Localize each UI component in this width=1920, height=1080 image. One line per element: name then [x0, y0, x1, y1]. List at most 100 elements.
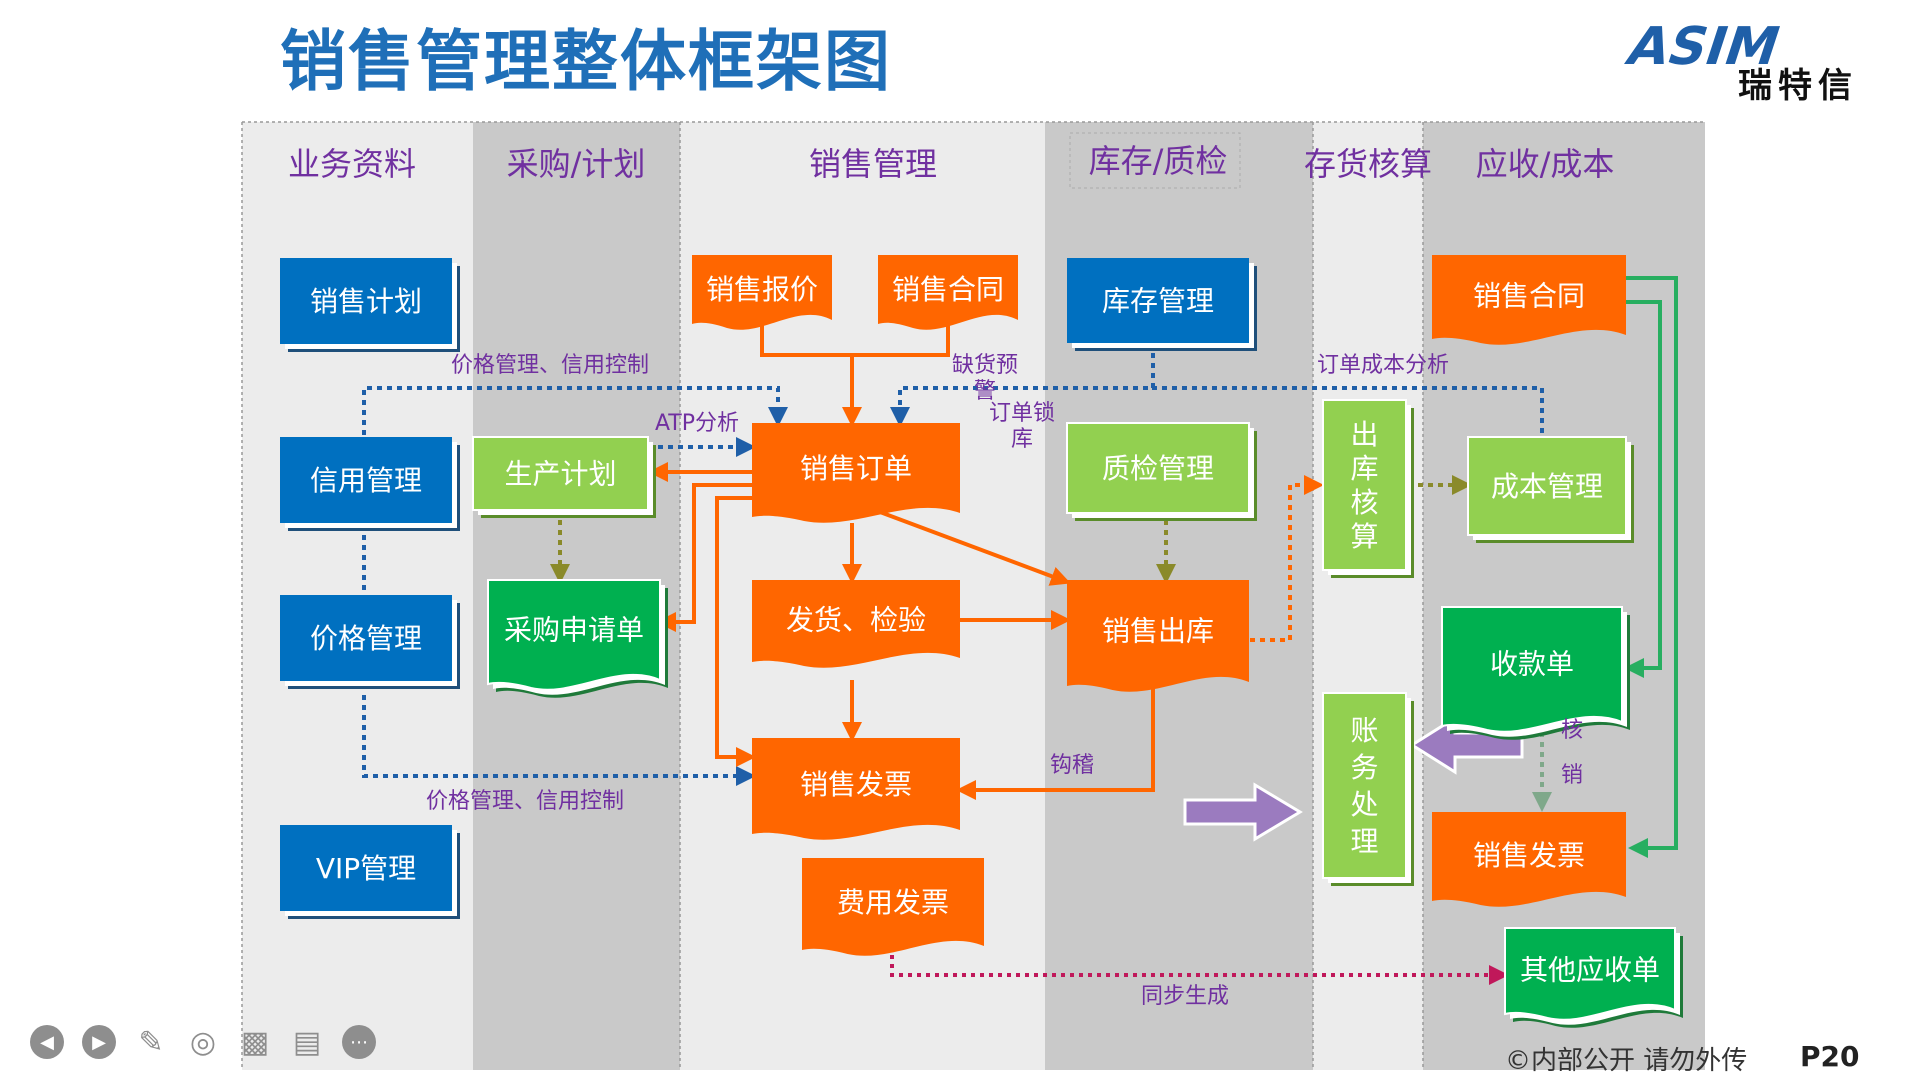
node-sales-outbound-shape: [1067, 580, 1249, 692]
pen-icon[interactable]: ✎: [138, 1024, 164, 1060]
page-number: P20: [1800, 1040, 1860, 1073]
node-qc-mgmt: 质检管理: [1066, 422, 1257, 521]
node-price-mgmt: 价格管理: [280, 595, 460, 689]
node-prod-plan-shape: [472, 436, 649, 511]
lane-header-ar: 应收/成本: [1476, 145, 1615, 183]
node-ar-contract: 销售合同: [1432, 255, 1626, 345]
node-vip-mgmt-label: VIP管理: [316, 852, 416, 885]
node-sales-contract-shape: [878, 255, 1018, 330]
label-lock-b: 库: [1011, 427, 1033, 452]
node-cost-mgmt-shape: [1467, 436, 1627, 536]
node-sales-outbound: 销售出库: [1067, 580, 1249, 692]
node-cost-mgmt-label: 成本管理: [1491, 470, 1603, 503]
node-inventory-mgmt-shape: [1067, 258, 1249, 343]
node-cost-mgmt: 成本管理: [1467, 436, 1634, 543]
node-ar-invoice-label: 销售发票: [1473, 839, 1585, 872]
node-vip-mgmt: VIP管理: [280, 825, 460, 919]
node-ship-inspect-label: 发货、检验: [786, 604, 926, 637]
node-sales-invoice-label: 销售发票: [800, 768, 912, 801]
node-outbound-acct-label-char: 核: [1350, 486, 1378, 519]
comment-icon[interactable]: ▤: [292, 1024, 322, 1060]
node-sales-order: 销售订单: [752, 423, 960, 523]
node-receipt-label: 收款单: [1490, 647, 1574, 680]
node-sales-order-shape: [752, 423, 960, 523]
node-credit-mgmt-label: 信用管理: [310, 464, 422, 497]
node-purchase-req: 采购申请单: [487, 579, 668, 698]
node-outbound-acct-label-char: 出: [1350, 418, 1378, 451]
node-vip-mgmt-shape: [280, 825, 452, 911]
node-sales-quote: 销售报价: [692, 255, 832, 330]
node-credit-mgmt-shape: [280, 437, 452, 523]
node-credit-mgmt: 信用管理: [280, 437, 460, 531]
node-ledger-label-char: 理: [1350, 825, 1378, 858]
lane-header-purchase: 采购/计划: [507, 145, 646, 183]
node-ar-contract-shape: [1432, 255, 1626, 345]
label-price-credit-bottom: 价格管理、信用控制: [426, 789, 624, 814]
link-inventory-to-order: [890, 353, 1155, 427]
link-sync: [890, 955, 1509, 985]
node-inventory-mgmt: 库存管理: [1067, 258, 1257, 351]
node-sales-contract: 销售合同: [878, 255, 1018, 330]
node-prod-plan-label: 生产计划: [504, 458, 616, 491]
lane-bg-costing: [1313, 122, 1423, 1070]
node-expense-invoice-label: 费用发票: [837, 886, 949, 919]
link-outbound-reconcile: [956, 680, 1155, 800]
page-title: 销售管理整体框架图: [280, 23, 892, 100]
link-outbound-to-acct: [1250, 475, 1324, 642]
node-qc-mgmt-shape: [1066, 422, 1250, 514]
label-reconcile: 钩稽: [1050, 753, 1094, 778]
node-expense-invoice: 费用发票: [802, 858, 984, 956]
prev-icon[interactable]: ◀: [30, 1025, 64, 1059]
focus-icon[interactable]: ◎: [189, 1024, 217, 1060]
node-qc-mgmt-label: 质检管理: [1102, 452, 1214, 485]
node-price-mgmt-shape: [280, 595, 452, 681]
node-sales-invoice-shape: [752, 738, 960, 840]
lane-header-inventory: 库存/质检: [1089, 142, 1228, 180]
node-receipt-shape: [1441, 606, 1623, 733]
label-price-credit-top: 价格管理、信用控制: [451, 353, 649, 378]
label-lock-a: 订单锁: [989, 401, 1055, 426]
node-ar-invoice: 销售发票: [1432, 812, 1626, 907]
link-cost-to-order: [1150, 386, 1544, 433]
node-ar-contract-label: 销售合同: [1473, 280, 1585, 313]
link-contract-down: [852, 325, 950, 357]
node-ledger-label-char: 处: [1350, 788, 1378, 821]
node-ledger-label-char: 账: [1350, 714, 1378, 747]
lane-header-master-data: 业务资料: [288, 145, 416, 183]
node-inventory-mgmt-label: 库存管理: [1102, 285, 1214, 318]
node-receipt: 收款单: [1441, 606, 1630, 740]
lane-header-costing: 存货核算: [1304, 145, 1432, 183]
play-icon[interactable]: ▶: [82, 1025, 116, 1059]
presentation-toolbar: ◀ ▶ ✎ ◎ ▩ ▤ ⋯: [30, 1020, 376, 1064]
node-other-ar: 其他应收单: [1504, 927, 1683, 1028]
footer-confidential: ©内部公开 请勿外传: [1505, 1046, 1748, 1076]
node-price-mgmt-label: 价格管理: [310, 622, 422, 655]
logo-cn: 瑞特信: [1738, 66, 1858, 106]
camera-icon[interactable]: ▩: [240, 1024, 270, 1060]
node-ledger-shape: [1322, 692, 1407, 879]
ledger-in-arrow: [1183, 782, 1303, 842]
node-expense-invoice-shape: [802, 858, 984, 956]
label-writeoff-a: 核: [1561, 718, 1583, 743]
node-sales-plan: 销售计划: [280, 258, 460, 352]
label-order-cost: 订单成本分析: [1317, 353, 1449, 378]
more-icon[interactable]: ⋯: [342, 1025, 376, 1059]
node-sales-outbound-label: 销售出库: [1102, 614, 1214, 647]
node-outbound-acct-shape: [1322, 399, 1407, 571]
node-sales-invoice: 销售发票: [752, 738, 960, 840]
label-writeoff-b: 销: [1561, 763, 1583, 788]
node-outbound-acct-label-char: 算: [1350, 520, 1378, 553]
node-sales-plan-label: 销售计划: [310, 285, 422, 318]
node-ledger-label-char: 务: [1350, 751, 1378, 784]
node-ship-inspect-shape: [752, 580, 960, 668]
node-sales-plan-shape: [280, 258, 452, 344]
node-purchase-req-shape: [487, 579, 661, 691]
node-prod-plan: 生产计划: [472, 436, 656, 518]
node-purchase-req-label: 采购申请单: [504, 614, 644, 647]
node-sales-order-label: 销售订单: [800, 452, 912, 485]
label-sync: 同步生成: [1141, 984, 1229, 1009]
